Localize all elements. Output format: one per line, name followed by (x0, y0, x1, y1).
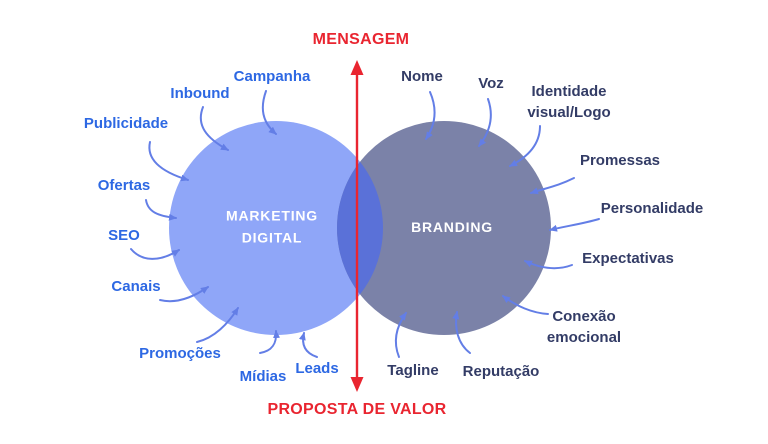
label-expectativas: Expectativas (582, 250, 674, 267)
tagline-arrow-icon (394, 312, 407, 358)
label-nome: Nome (401, 68, 443, 85)
branding-circle-title: BRANDING (411, 219, 493, 236)
conexao-arrow-icon (502, 295, 549, 315)
expectativas-arrow-icon (524, 260, 573, 270)
personalidade-arrow-icon (549, 218, 600, 232)
nome-arrow-icon (425, 91, 436, 140)
inbound-arrow-icon (199, 106, 229, 151)
seo-arrow-icon (130, 248, 180, 260)
marketing-digital-title-line1: MARKETING (226, 207, 318, 224)
proposta-de-valor-label: PROPOSTA DE VALOR (267, 401, 447, 418)
marketing-digital-circle-title: MARKETING DIGITAL (226, 205, 318, 248)
reputacao-arrow-icon (452, 311, 471, 354)
label-campanha: Campanha (233, 68, 311, 85)
label-midias: Mídias (239, 368, 287, 385)
marketing-digital-title-line2: DIGITAL (241, 229, 303, 245)
mensagem-label: MENSAGEM (312, 31, 410, 48)
label-canais: Canais (111, 278, 161, 295)
label-personalidade: Personalidade (600, 200, 704, 217)
label-leads: Leads (295, 360, 339, 377)
publicidade-arrow-icon (148, 141, 189, 182)
label-promessas: Promessas (579, 152, 661, 169)
label-reputacao: Reputação (462, 363, 540, 380)
promocoes-arrow-icon (196, 307, 239, 343)
promessas-arrow-icon (530, 177, 575, 195)
label-voz: Voz (478, 75, 504, 92)
midias-arrow-icon (259, 330, 281, 354)
label-identidade-visual-logo: Identidade visual/Logo (527, 83, 611, 121)
canais-arrow-icon (159, 286, 209, 303)
message-value-axis-arrow-icon (350, 60, 364, 392)
label-ofertas: Ofertas (97, 177, 151, 194)
ofertas-arrow-icon (145, 199, 177, 221)
label-tagline: Tagline (387, 362, 439, 379)
branding-circle (337, 121, 551, 335)
leads-arrow-icon (298, 332, 318, 358)
label-promocoes: Promoções (139, 345, 221, 362)
label-publicidade: Publicidade (83, 115, 169, 132)
campanha-arrow-icon (261, 90, 277, 135)
voz-arrow-icon (478, 98, 492, 147)
label-inbound: Inbound (170, 85, 230, 102)
identidade-arrow-icon (509, 125, 541, 167)
label-conexao-emocional: Conexão emocional (546, 308, 622, 346)
marketing-digital-circle (169, 121, 383, 335)
label-seo: SEO (108, 227, 140, 244)
